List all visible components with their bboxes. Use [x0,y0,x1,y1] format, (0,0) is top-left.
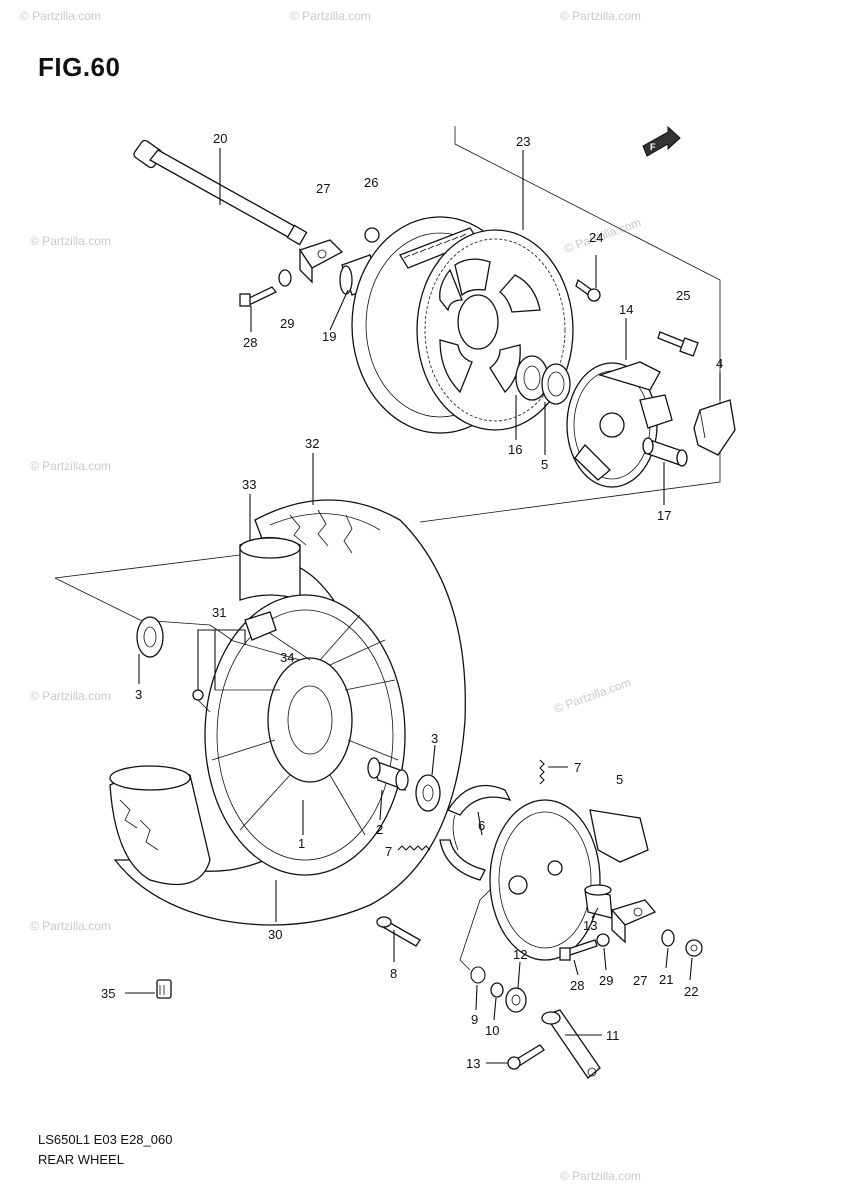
callout-11: 11 [606,1028,620,1043]
part-rear-axle [133,139,308,246]
callout-13: 13 [466,1056,480,1071]
part-damper-block [693,399,736,456]
callout-6: 6 [478,818,485,833]
part-circlip [470,966,486,984]
footer-title: REAR WHEEL [38,1152,124,1167]
part-axle-washer [661,929,675,947]
part-cam-nut [505,987,527,1013]
footer-code: LS650L1 E03 E28_060 [38,1132,173,1147]
callout-28: 28 [570,978,584,993]
callout-12: 12 [513,947,527,962]
part-drum-bolt [657,331,699,357]
callout-28: 28 [243,335,257,350]
watermark: © Partzilla.com [30,459,111,473]
part-drum-spacer [642,437,688,467]
part-sprocket-drum [566,361,673,488]
watermark: © Partzilla.com [30,919,111,933]
figure-title: FIG.60 [38,52,121,82]
part-adjuster-nut-upper [278,269,292,287]
callout-1: 1 [298,836,305,851]
part-axle-nut [685,939,703,957]
callout-25: 25 [676,288,690,303]
callout-8: 8 [390,966,397,981]
part-rear-rim [204,594,406,876]
part-cam-washer [490,982,504,998]
part-sprocket-bolt [575,278,601,302]
part-center-spacer [367,757,409,792]
callout-35: 35 [101,986,115,1001]
part-shoe-spring-lower [397,845,431,851]
callout-2: 2 [376,822,383,837]
callout-22: 22 [684,984,698,999]
callout-7: 7 [385,844,392,859]
callout-32: 32 [305,436,319,451]
callout-24: 24 [589,230,603,245]
forward-arrow-icon: F [642,125,681,157]
watermark: © Partzilla.com [560,9,641,23]
watermark: © Partzilla.com [30,234,111,248]
part-chain-adjuster-lower [610,899,657,944]
callout-29: 29 [599,973,613,988]
callout-17: 17 [657,508,671,523]
callout-31: 31 [212,605,226,620]
callout-5: 5 [616,772,623,787]
callout-13: 13 [583,918,597,933]
part-shoe-spring-upper [539,759,545,785]
callout-21: 21 [659,972,673,987]
callout-9: 9 [471,1012,478,1027]
part-brake-cam [376,916,421,947]
callout-30: 30 [268,927,282,942]
callout-16: 16 [508,442,522,457]
callout-23: 23 [516,134,530,149]
callout-14: 14 [619,302,633,317]
callout-4: 4 [716,356,723,371]
direction-badge-text: F [650,142,656,152]
callout-27: 27 [316,181,330,196]
part-tire-valve [244,611,277,641]
callout-3: 3 [135,687,142,702]
watermark: © Partzilla.com [290,9,371,23]
part-valve-cap [156,979,172,999]
part-cam-lever [541,1009,601,1079]
part-bearing-upper [515,355,549,401]
part-oil-seal-upper [541,363,571,405]
part-rim-band-upper [239,536,301,601]
part-sprocket-nut [364,227,380,243]
part-inner-tube [109,765,211,886]
part-adjuster-nut-lower [596,933,610,947]
callout-7: 7 [574,760,581,775]
part-bearing-right [415,774,441,812]
callout-labels: 20 23 27 26 24 25 14 28 29 19 16 5 4 17 … [101,131,723,1071]
part-chain-adjuster-upper [298,239,344,284]
part-spacer-lower [584,884,613,919]
leader-lines [125,148,721,1064]
part-adjuster-bolt-lower [559,939,598,961]
callout-26: 26 [364,175,378,190]
part-brake-shoes [439,784,512,881]
part-adjuster-bolt-upper [239,286,278,307]
watermark: © Partzilla.com [552,675,633,716]
callout-3: 3 [431,731,438,746]
assembly-guide-lines [54,126,721,971]
part-lever-bolt [507,1044,545,1070]
callout-10: 10 [485,1023,499,1038]
callout-33: 33 [242,477,256,492]
watermark: © Partzilla.com [20,9,101,23]
callout-29: 29 [280,316,294,331]
part-brake-panel [489,799,649,961]
callout-34: 34 [280,650,294,665]
watermark: © Partzilla.com [30,689,111,703]
part-bearing-left [136,616,164,658]
callout-19: 19 [322,329,336,344]
watermark: © Partzilla.com [560,1169,641,1183]
callout-20: 20 [213,131,227,146]
callout-27: 27 [633,973,647,988]
callout-5: 5 [541,457,548,472]
